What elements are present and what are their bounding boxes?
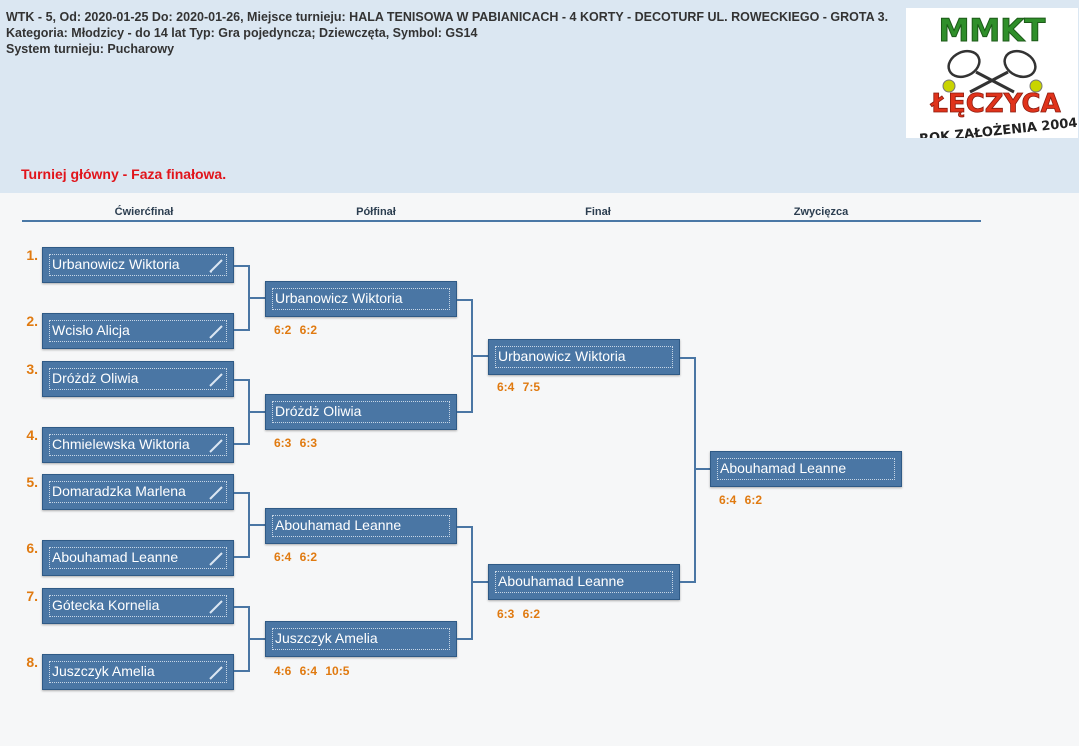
col-final: Finał bbox=[585, 206, 611, 218]
match-score: 4:6 6:4 10:5 bbox=[274, 664, 350, 678]
pencil-icon[interactable] bbox=[207, 371, 225, 389]
pencil-icon[interactable] bbox=[207, 323, 225, 341]
player-name: Domaradzka Marlena bbox=[52, 483, 186, 499]
player-name: Dróżdż Oliwia bbox=[52, 370, 139, 386]
club-logo: MMKT ŁĘCZYCA ROK ZAŁOŻENIA 2004 bbox=[906, 8, 1078, 147]
seed-number: 5. bbox=[26, 474, 38, 490]
pencil-icon[interactable] bbox=[207, 484, 225, 502]
seed-number: 4. bbox=[26, 427, 38, 443]
player-slot[interactable]: Abouhamad Leanne bbox=[265, 508, 457, 544]
match-score: 6:3 6:3 bbox=[274, 436, 318, 450]
player-name: Dróżdż Oliwia bbox=[275, 403, 362, 419]
match-score: 6:4 7:5 bbox=[497, 380, 541, 394]
phase-title: Turniej główny - Faza finałowa. bbox=[21, 166, 227, 182]
player-slot[interactable]: Domaradzka Marlena bbox=[42, 474, 234, 510]
logo-city: ŁĘCZYCA bbox=[929, 89, 1061, 119]
bracket-connector bbox=[234, 492, 250, 558]
bracket-connector bbox=[234, 606, 250, 672]
bracket-connector bbox=[234, 379, 250, 445]
bracket-connector bbox=[250, 524, 265, 526]
bracket-connector bbox=[250, 297, 265, 299]
svg-text:MMKT: MMKT bbox=[939, 13, 1046, 49]
player-slot[interactable]: Dróżdż Oliwia bbox=[265, 394, 457, 430]
match-score: 6:2 6:2 bbox=[274, 323, 318, 337]
col-semifinal: Półfinał bbox=[356, 206, 396, 218]
player-slot[interactable]: Urbanowicz Wiktoria bbox=[42, 247, 234, 283]
match-score: 6:4 6:2 bbox=[719, 493, 763, 507]
player-name: Abouhamad Leanne bbox=[275, 517, 402, 533]
player-slot[interactable]: Juszczyk Amelia bbox=[42, 654, 234, 690]
player-slot[interactable]: Abouhamad Leanne bbox=[488, 564, 680, 600]
player-name: Abouhamad Leanne bbox=[52, 549, 179, 565]
match-score: 6:4 6:2 bbox=[274, 550, 318, 564]
player-slot[interactable]: Chmielewska Wiktoria bbox=[42, 427, 234, 463]
player-slot[interactable]: Juszczyk Amelia bbox=[265, 621, 457, 657]
header-rule bbox=[22, 220, 981, 222]
bracket-connector bbox=[473, 581, 488, 583]
seed-number: 6. bbox=[26, 540, 38, 556]
player-name: Juszczyk Amelia bbox=[52, 663, 155, 679]
player-slot[interactable]: Gótecka Kornelia bbox=[42, 588, 234, 624]
col-winner: Zwycięzca bbox=[793, 206, 849, 218]
player-name: Juszczyk Amelia bbox=[275, 630, 378, 646]
pencil-icon[interactable] bbox=[207, 437, 225, 455]
seed-number: 3. bbox=[26, 361, 38, 377]
bracket-connector bbox=[473, 355, 488, 357]
player-slot[interactable]: Dróżdż Oliwia bbox=[42, 361, 234, 397]
player-name: Wcisło Alicja bbox=[52, 322, 130, 338]
tournament-info-line: WTK - 5, Od: 2020-01-25 Do: 2020-01-26, … bbox=[6, 10, 889, 24]
bracket-connector bbox=[250, 638, 265, 640]
player-slot[interactable]: Urbanowicz Wiktoria bbox=[265, 281, 457, 317]
player-name: Chmielewska Wiktoria bbox=[52, 436, 190, 452]
bracket-connector bbox=[457, 526, 473, 640]
pencil-icon[interactable] bbox=[207, 664, 225, 682]
bracket-connector bbox=[696, 468, 710, 470]
winner-slot[interactable]: Abouhamad Leanne bbox=[710, 451, 902, 487]
winner-name: Abouhamad Leanne bbox=[720, 460, 847, 476]
player-name: Gótecka Kornelia bbox=[52, 597, 160, 613]
player-slot[interactable]: Urbanowicz Wiktoria bbox=[488, 339, 680, 375]
seed-number: 7. bbox=[26, 588, 38, 604]
player-name: Urbanowicz Wiktoria bbox=[498, 348, 626, 364]
player-name: Abouhamad Leanne bbox=[498, 573, 625, 589]
bracket-connector bbox=[234, 265, 250, 331]
bracket-connector bbox=[250, 411, 265, 413]
match-score: 6:3 6:2 bbox=[497, 607, 541, 621]
pencil-icon[interactable] bbox=[207, 550, 225, 568]
player-name: Urbanowicz Wiktoria bbox=[275, 290, 403, 306]
seed-number: 1. bbox=[26, 247, 38, 263]
header-panel: WTK - 5, Od: 2020-01-25 Do: 2020-01-26, … bbox=[0, 0, 1079, 193]
player-slot[interactable]: Wcisło Alicja bbox=[42, 313, 234, 349]
col-quarterfinal: Ćwierćfinał bbox=[114, 206, 174, 218]
pencil-icon[interactable] bbox=[207, 598, 225, 616]
system-info-line: System turnieju: Pucharowy bbox=[6, 42, 175, 56]
seed-number: 2. bbox=[26, 313, 38, 329]
player-name: Urbanowicz Wiktoria bbox=[52, 256, 180, 272]
bracket-connector bbox=[457, 299, 473, 413]
pencil-icon[interactable] bbox=[207, 257, 225, 275]
category-info-line: Kategoria: Młodzicy - do 14 lat Typ: Gra… bbox=[6, 26, 478, 40]
seed-number: 8. bbox=[26, 654, 38, 670]
player-slot[interactable]: Abouhamad Leanne bbox=[42, 540, 234, 576]
bracket-connector bbox=[680, 357, 696, 583]
